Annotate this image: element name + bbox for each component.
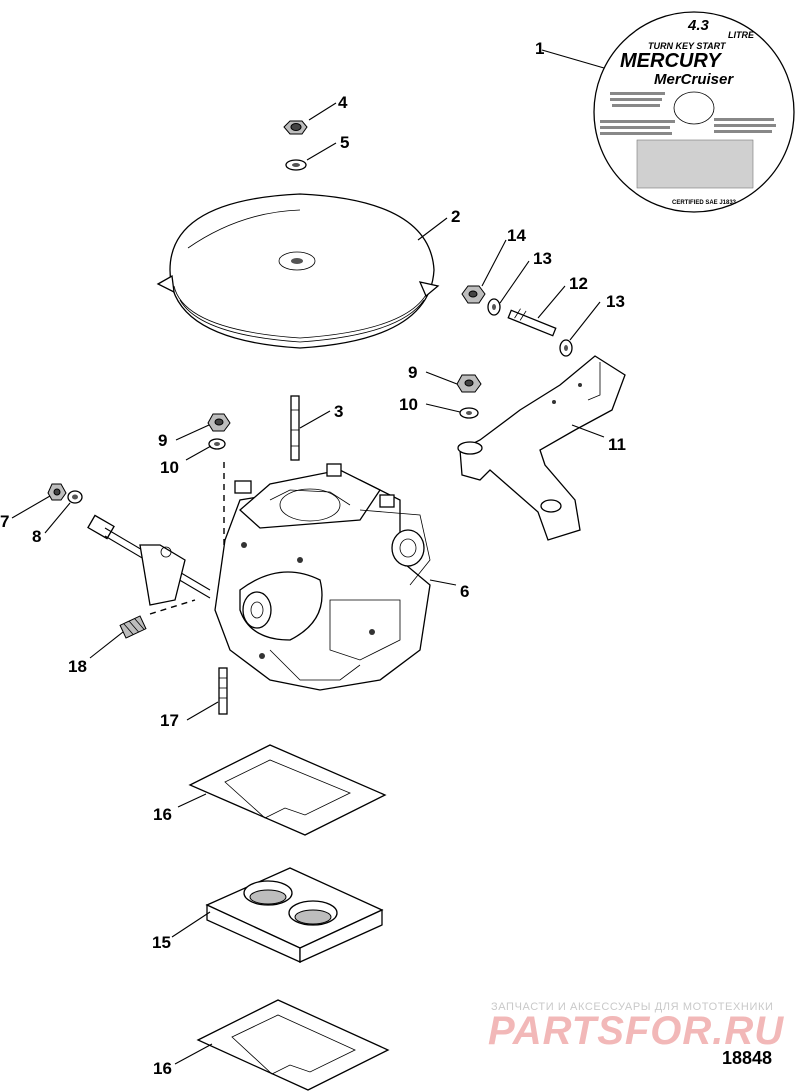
callout-10-right: 10	[399, 395, 418, 414]
decal-brand: MERCURY	[620, 50, 722, 72]
callout-8: 8	[32, 527, 41, 546]
decal-mercruiser: 4.3 LITRE TURN KEY START MERCURY MerCrui…	[593, 11, 795, 213]
callout-6: 6	[460, 582, 469, 601]
callout-5: 5	[340, 133, 349, 152]
fitting-18	[119, 615, 147, 639]
washer-13-upper	[487, 298, 501, 316]
callout-1: 1	[535, 39, 544, 58]
wing-nut	[283, 120, 308, 135]
leader-lines	[11, 49, 605, 1065]
decal-tagline: TURN KEY START	[648, 41, 727, 51]
callout-3: 3	[334, 402, 343, 421]
callout-12: 12	[569, 274, 588, 293]
nut-14	[461, 285, 486, 304]
callout-15: 15	[152, 933, 171, 952]
decal-footer: CERTIFIED SAE J1833	[672, 200, 737, 206]
callout-10-left: 10	[160, 458, 179, 477]
stud-17	[218, 667, 228, 715]
washer-left	[208, 438, 226, 450]
callout-17: 17	[160, 711, 179, 730]
stud-12	[507, 308, 557, 337]
decal-size: 4.3	[687, 17, 710, 34]
washer-top	[285, 159, 307, 171]
decal-product: MerCruiser	[654, 71, 734, 88]
watermark-caption: ЗАПЧАСТИ И АКСЕССУАРЫ ДЛЯ МОТОТЕХНИКИ	[491, 1001, 773, 1013]
bracket-11	[457, 355, 626, 541]
callout-13-upper: 13	[533, 249, 552, 268]
carburetor-spacer	[205, 867, 384, 964]
flame-arrestor	[156, 193, 440, 349]
callout-7: 7	[0, 512, 9, 531]
figure-number: 18848	[722, 1048, 772, 1068]
callout-11: 11	[608, 435, 626, 454]
callout-9-left: 9	[158, 431, 167, 450]
watermark-logo: PARTSFOR.RU	[488, 1009, 784, 1053]
callout-9-right: 9	[408, 363, 417, 382]
nut-9-right	[456, 374, 482, 393]
callout-4: 4	[338, 93, 348, 112]
washer-10-right	[459, 407, 479, 419]
carburetor	[214, 463, 431, 691]
callout-labels: 1 2 3 4 5 6 7 8 9 9 10 10 11 12 13 13 14…	[0, 39, 626, 1078]
gasket-lower	[196, 999, 390, 1091]
gasket-upper	[188, 744, 387, 836]
callout-13-lower: 13	[606, 292, 625, 311]
washer-8	[67, 490, 83, 504]
callout-16-lower: 16	[153, 1059, 172, 1078]
stud-3	[290, 395, 300, 461]
nut-left	[207, 413, 231, 432]
throttle-linkage	[87, 514, 211, 606]
callout-18: 18	[68, 657, 87, 676]
callout-14: 14	[507, 226, 526, 245]
nut-7	[47, 483, 67, 501]
watermark: ЗАПЧАСТИ И АКСЕССУАРЫ ДЛЯ МОТОТЕХНИКИ PA…	[488, 1001, 784, 1053]
alignment-line-fitting	[149, 599, 196, 615]
callout-2: 2	[451, 207, 460, 226]
callout-16-upper: 16	[153, 805, 172, 824]
decal-unit: LITRE	[728, 30, 755, 40]
washer-13-lower	[559, 339, 573, 357]
